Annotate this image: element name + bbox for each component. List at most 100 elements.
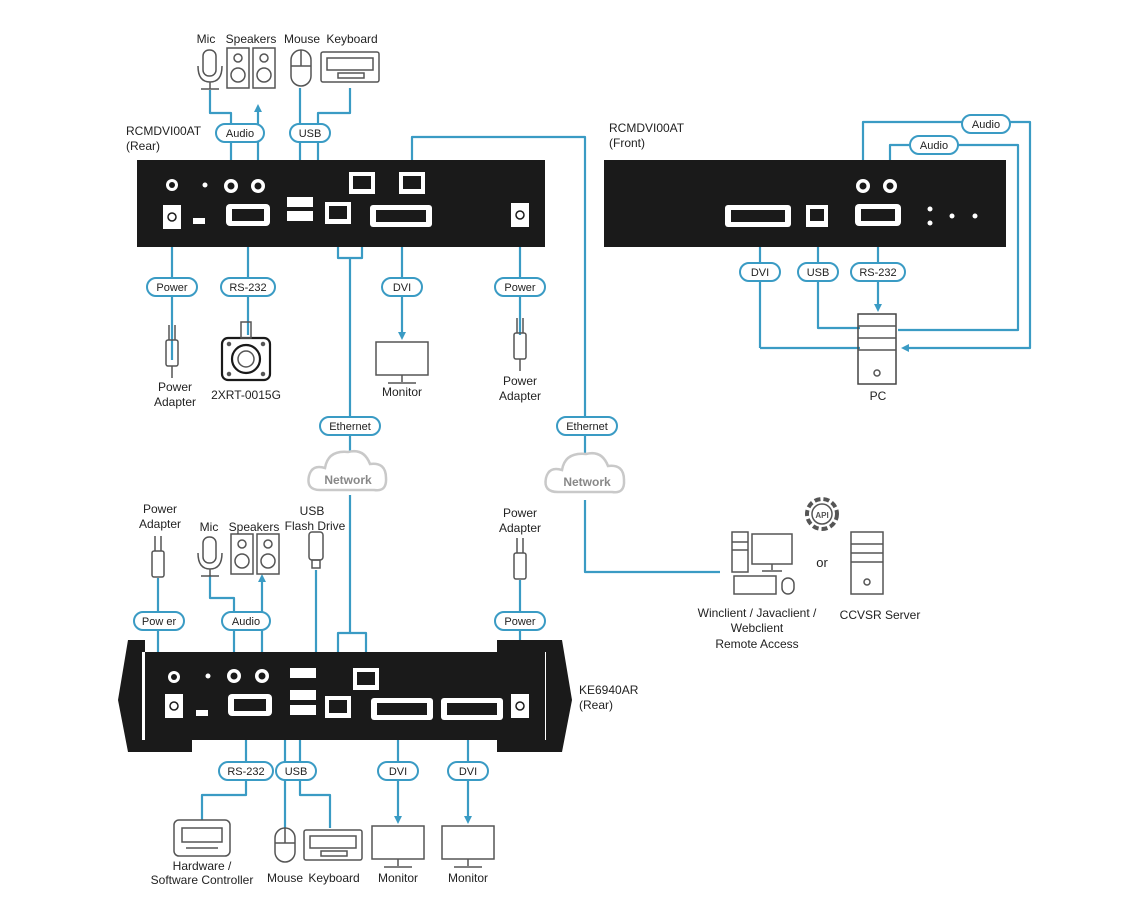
network-label: Network [324, 473, 372, 487]
speakers-icon [226, 47, 276, 89]
usb-flash-label: Flash Drive [285, 519, 346, 533]
audio-pill: Audio [909, 135, 959, 155]
remote-computer-icon [731, 531, 795, 595]
rcm-front-title: RCMDVI00AT [609, 121, 685, 135]
power-adapter-label: Power [158, 380, 192, 394]
rcm-front-subtitle: (Front) [609, 136, 645, 150]
power-adapter-icon [513, 318, 527, 371]
usb-flash-label: USB [300, 504, 325, 518]
usb-pill: USB [797, 262, 839, 282]
cable-audio-front-1 [861, 120, 1032, 352]
dvi-pill: DVI [739, 262, 781, 282]
power-adapter-label: Adapter [499, 521, 541, 535]
pc-label: PC [870, 389, 887, 403]
cable-network-to-remote [583, 500, 720, 574]
cable-label-pills: Audio USB Power RS-232 DVI Power Etherne… [133, 114, 1011, 781]
power-adapter-label: Adapter [154, 395, 196, 409]
api-gear-icon [805, 497, 839, 531]
ke-rear-title: KE6940AR [579, 683, 639, 697]
svg-text:Ethernet: Ethernet [566, 421, 608, 433]
svg-text:USB: USB [807, 267, 830, 279]
rs232-pill: RS-232 [220, 277, 276, 297]
audio-pill: Audio [215, 123, 265, 143]
dvi-pill: DVI [381, 277, 423, 297]
svg-text:USB: USB [299, 128, 322, 140]
controller-label: Hardware / [173, 859, 232, 873]
mic-label: Mic [197, 32, 216, 46]
svg-text:Power: Power [156, 282, 188, 294]
power-pill: Power [494, 277, 546, 297]
power-pill: Power [146, 277, 198, 297]
push-button-icon [220, 321, 272, 382]
dvi-pill: DVI [377, 761, 419, 781]
power-adapter-icon [513, 538, 527, 580]
mouse-label: Mouse [267, 871, 303, 885]
speakers-label: Speakers [226, 32, 277, 46]
pc-icon [857, 313, 897, 385]
svg-text:RS-232: RS-232 [227, 766, 264, 778]
dvi-pill: DVI [447, 761, 489, 781]
usb-pill: USB [289, 123, 331, 143]
network-cloud-left: Network [307, 450, 388, 492]
monitor-label: Monitor [382, 385, 422, 399]
mic-icon [197, 49, 223, 90]
svg-text:RS-232: RS-232 [859, 267, 896, 279]
rcm-rear-subtitle: (Rear) [126, 139, 160, 153]
audio-pill: Audio [221, 611, 271, 631]
monitor-label: Monitor [448, 871, 488, 885]
power-adapter-icon [165, 325, 179, 378]
cable-rear-to-front-ethernet [410, 135, 587, 460]
api-label: API [815, 511, 828, 520]
keyboard-icon [303, 829, 363, 861]
svg-text:Audio: Audio [920, 140, 948, 152]
cable-audio-front-2 [886, 143, 1020, 332]
remote-label: Webclient [731, 621, 784, 635]
mic-icon [197, 536, 223, 577]
svg-text:Audio: Audio [972, 119, 1000, 131]
mic-label: Mic [200, 520, 219, 534]
labels: Mic Speakers Mouse Keyboard RCMDVI00AT (… [126, 32, 920, 887]
power-adapter-label: Power [503, 374, 537, 388]
power-adapter-label: Adapter [499, 389, 541, 403]
svg-text:DVI: DVI [751, 267, 769, 279]
usb-pill: USB [275, 761, 317, 781]
svg-text:Power: Power [504, 282, 536, 294]
monitor-icon [375, 341, 429, 384]
cable-rs232-ke [200, 720, 248, 820]
usb-flash-drive-icon [308, 531, 324, 569]
ethernet-pill: Ethernet [319, 416, 381, 436]
svg-text:Audio: Audio [232, 616, 260, 628]
remote-label: Winclient / Javaclient / [698, 606, 817, 620]
svg-text:Ethernet: Ethernet [329, 421, 371, 433]
rcm-rear-device [137, 160, 545, 247]
speakers-icon [230, 533, 280, 575]
cable-usb-front [816, 228, 860, 330]
svg-text:Pow er: Pow er [142, 616, 177, 628]
svg-text:RS-232: RS-232 [229, 282, 266, 294]
ke-rear-device [118, 640, 572, 752]
audio-pill: Audio [961, 114, 1011, 134]
remote-label: Remote Access [715, 637, 798, 651]
power-adapter-label: Power [143, 502, 177, 516]
keyboard-label: Keyboard [326, 32, 377, 46]
server-icon [850, 531, 884, 595]
monitor-label: Monitor [378, 871, 418, 885]
svg-text:Audio: Audio [226, 128, 254, 140]
rcm-rear-title: RCMDVI00AT [126, 124, 202, 138]
ethernet-pill: Ethernet [556, 416, 618, 436]
or-label: or [816, 555, 828, 570]
ke-rear-subtitle: (Rear) [579, 698, 613, 712]
keyboard-icon [320, 51, 380, 83]
svg-text:USB: USB [285, 766, 308, 778]
power-adapter-icon [151, 536, 165, 578]
network-label: Network [563, 475, 611, 489]
speakers-label: Speakers [229, 520, 280, 534]
cable-keyboard-ke [298, 720, 332, 828]
power-adapter-label: Adapter [139, 517, 181, 531]
svg-text:DVI: DVI [393, 282, 411, 294]
monitor-icon [441, 825, 495, 868]
rs232-pill: RS-232 [850, 262, 906, 282]
mouse-icon [290, 49, 312, 87]
